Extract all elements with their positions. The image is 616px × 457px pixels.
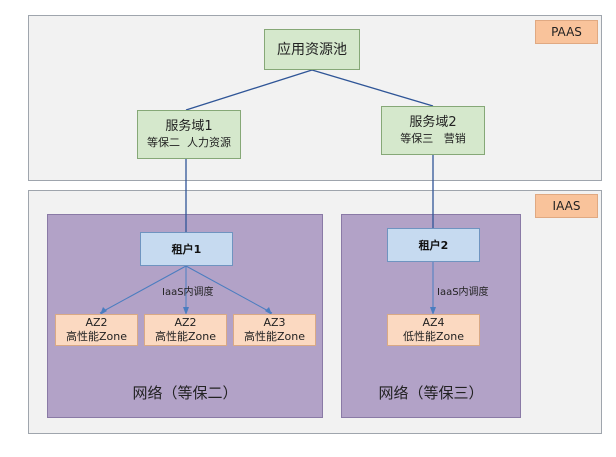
az-zone-4: AZ4 低性能Zone bbox=[387, 314, 480, 346]
az-zone-a-desc: 高性能Zone bbox=[65, 330, 127, 343]
root-to-domain1-line bbox=[185, 69, 313, 111]
service-domain-2-subtitle: 等保三 营销 bbox=[400, 131, 466, 145]
az-zone-c: AZ3 高性能Zone bbox=[233, 314, 316, 346]
service-domain-2-title: 服务域2 bbox=[409, 114, 457, 130]
service-domain-1-subtitle: 等保二 人力资源 bbox=[147, 135, 231, 149]
tenant-2-node: 租户2 bbox=[387, 228, 480, 262]
resource-pool-label: 应用资源池 bbox=[277, 41, 347, 58]
tenant1-to-az-c-line bbox=[185, 265, 273, 314]
scheduling-note-2: IaaS内调度 bbox=[437, 287, 489, 298]
arrowhead-az-b bbox=[183, 307, 189, 315]
arrowhead-az-c bbox=[265, 307, 272, 315]
az-zone-b-name: AZ2 bbox=[174, 316, 197, 329]
network-label-level3: 网络（等保三） bbox=[378, 384, 484, 402]
service-domain-2: 服务域2 等保三 营销 bbox=[381, 106, 485, 155]
service-domain-1-title: 服务域1 bbox=[165, 118, 213, 134]
arrowhead-az-a bbox=[100, 307, 107, 315]
az-zone-a-name: AZ2 bbox=[85, 316, 108, 329]
iaas-tag: IAAS bbox=[535, 194, 598, 218]
service-domain-1: 服务域1 等保二 人力资源 bbox=[137, 110, 241, 159]
scheduling-note-1: IaaS内调度 bbox=[162, 287, 214, 298]
az-zone-b-desc: 高性能Zone bbox=[154, 330, 216, 343]
paas-tag: PAAS bbox=[535, 20, 598, 44]
az-zone-b: AZ2 高性能Zone bbox=[144, 314, 227, 346]
network-label-level2: 网络（等保二） bbox=[132, 384, 238, 402]
tenant1-to-az-a-line bbox=[99, 265, 187, 314]
az-zone-c-desc: 高性能Zone bbox=[243, 330, 305, 343]
az-zone-c-name: AZ3 bbox=[263, 316, 286, 329]
az-zone-4-desc: 低性能Zone bbox=[402, 330, 464, 343]
root-to-domain2-line bbox=[311, 69, 434, 107]
az-zone-4-name: AZ4 bbox=[422, 316, 445, 329]
resource-pool-node: 应用资源池 bbox=[264, 29, 360, 70]
az-zone-a: AZ2 高性能Zone bbox=[55, 314, 138, 346]
tenant-1-node: 租户1 bbox=[140, 232, 233, 266]
arrowhead-az4 bbox=[430, 307, 436, 315]
